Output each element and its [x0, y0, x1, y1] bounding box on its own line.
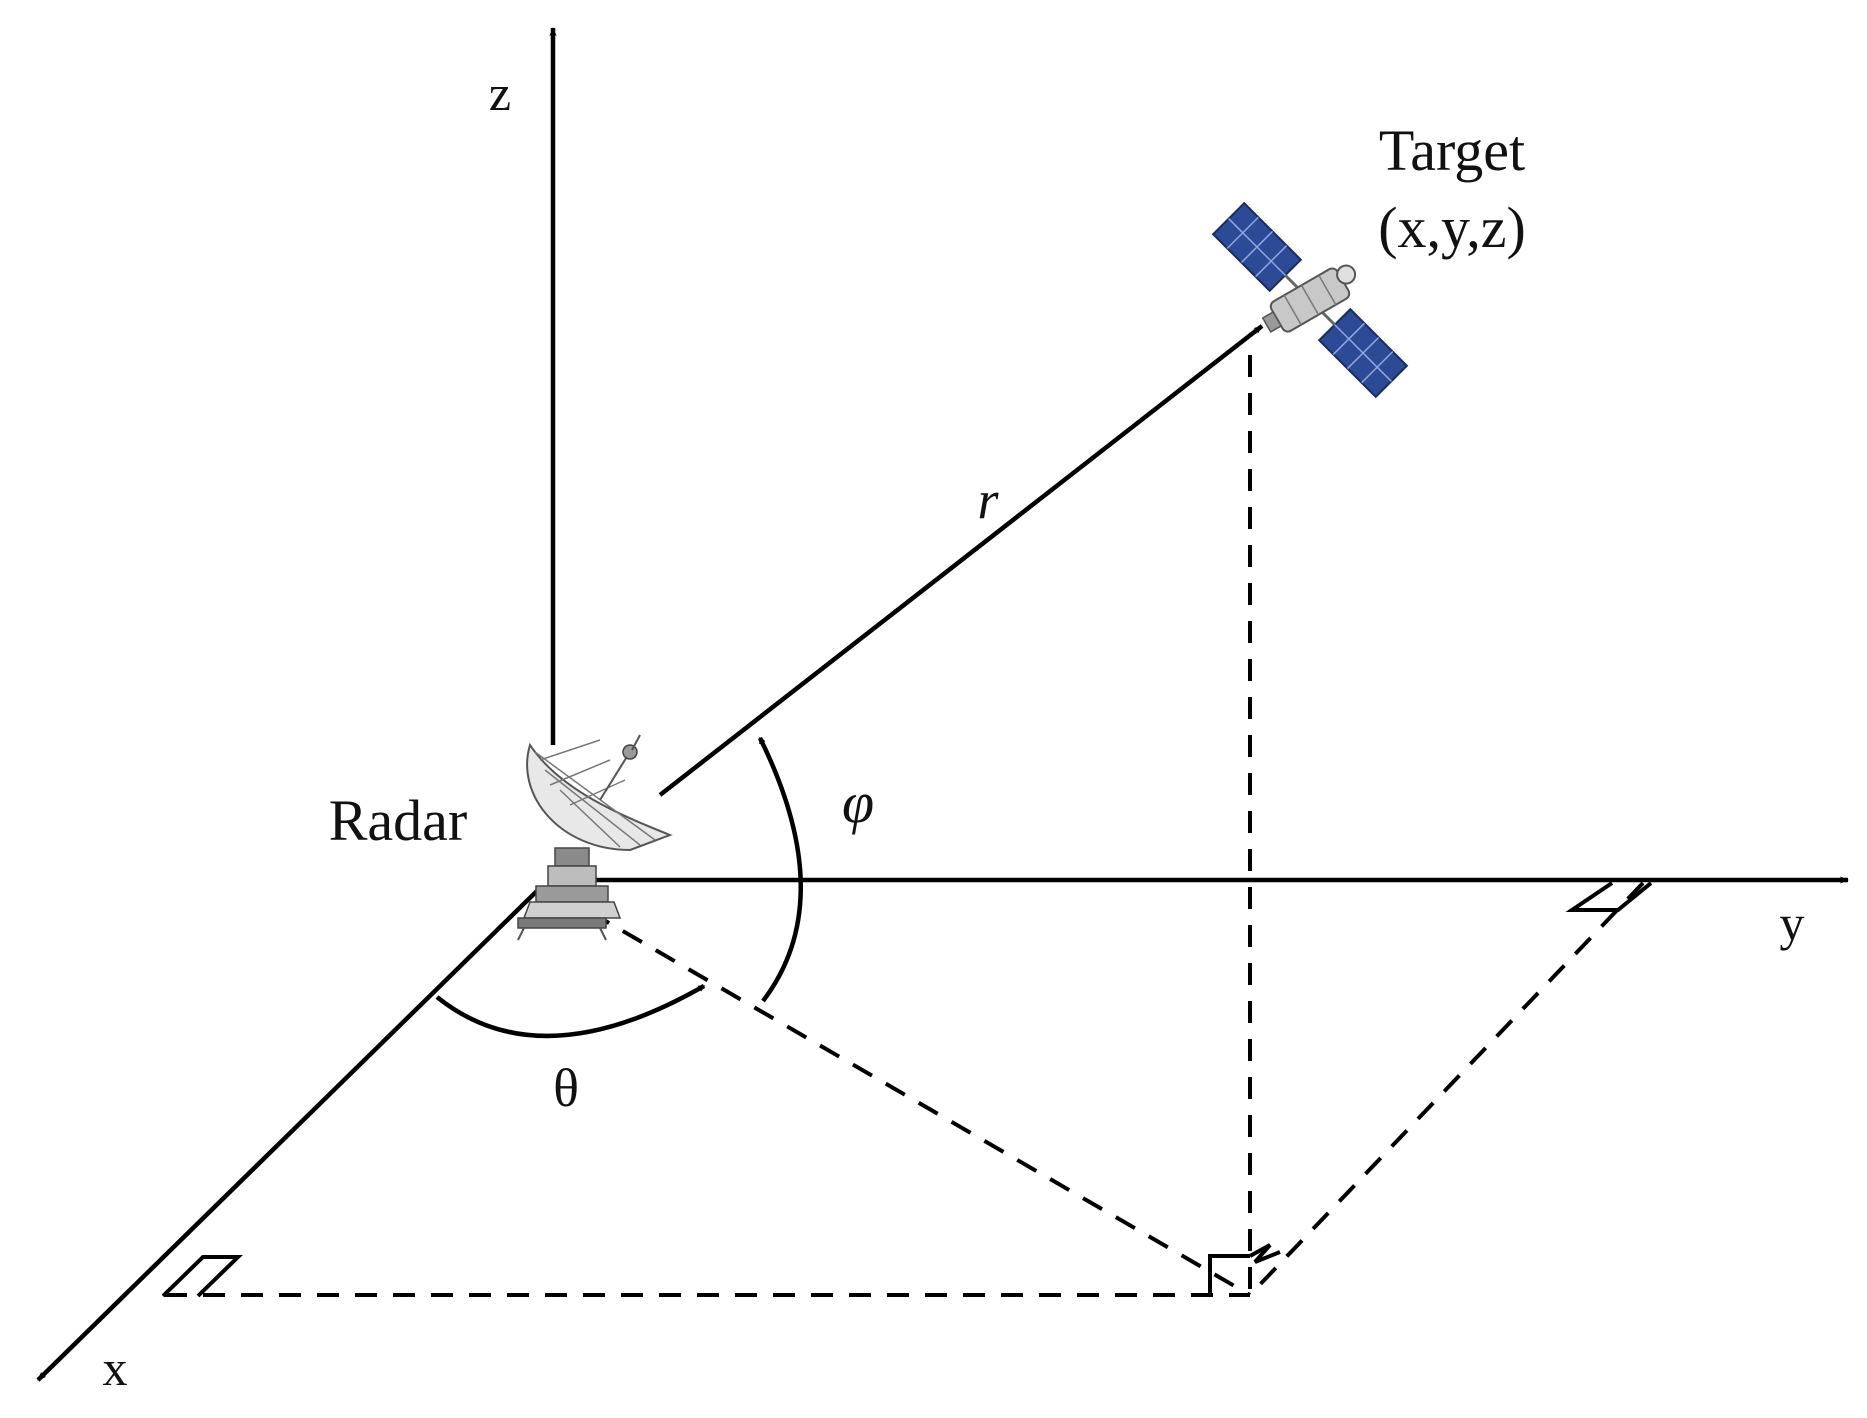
- azimuth-angle-arc: [435, 984, 704, 1039]
- target-title-label: Target: [1379, 118, 1525, 183]
- elevation-angle-label: φ: [842, 770, 874, 835]
- azimuth-angle-label: θ: [553, 1058, 579, 1118]
- ground-projection-line: [588, 910, 1252, 1297]
- z-axis-label: z: [489, 65, 511, 121]
- right-angle-marker-x: [161, 1255, 243, 1298]
- radar-label: Radar: [329, 788, 468, 853]
- satellite-icon: [1211, 201, 1409, 399]
- y-projection-line: [1248, 881, 1645, 1297]
- x-axis: [36, 886, 542, 1382]
- target-coords-label: (x,y,z): [1378, 195, 1526, 260]
- radar-dish-icon: [517, 734, 673, 941]
- y-axis-label: y: [1780, 895, 1805, 951]
- range-label: r: [977, 470, 999, 530]
- elevation-angle-arc: [757, 738, 803, 1003]
- range-vector: [658, 324, 1264, 797]
- right-angle-marker-base: [1208, 1243, 1281, 1296]
- right-angle-marker-y: [1565, 881, 1653, 912]
- x-axis-label: x: [103, 1340, 128, 1396]
